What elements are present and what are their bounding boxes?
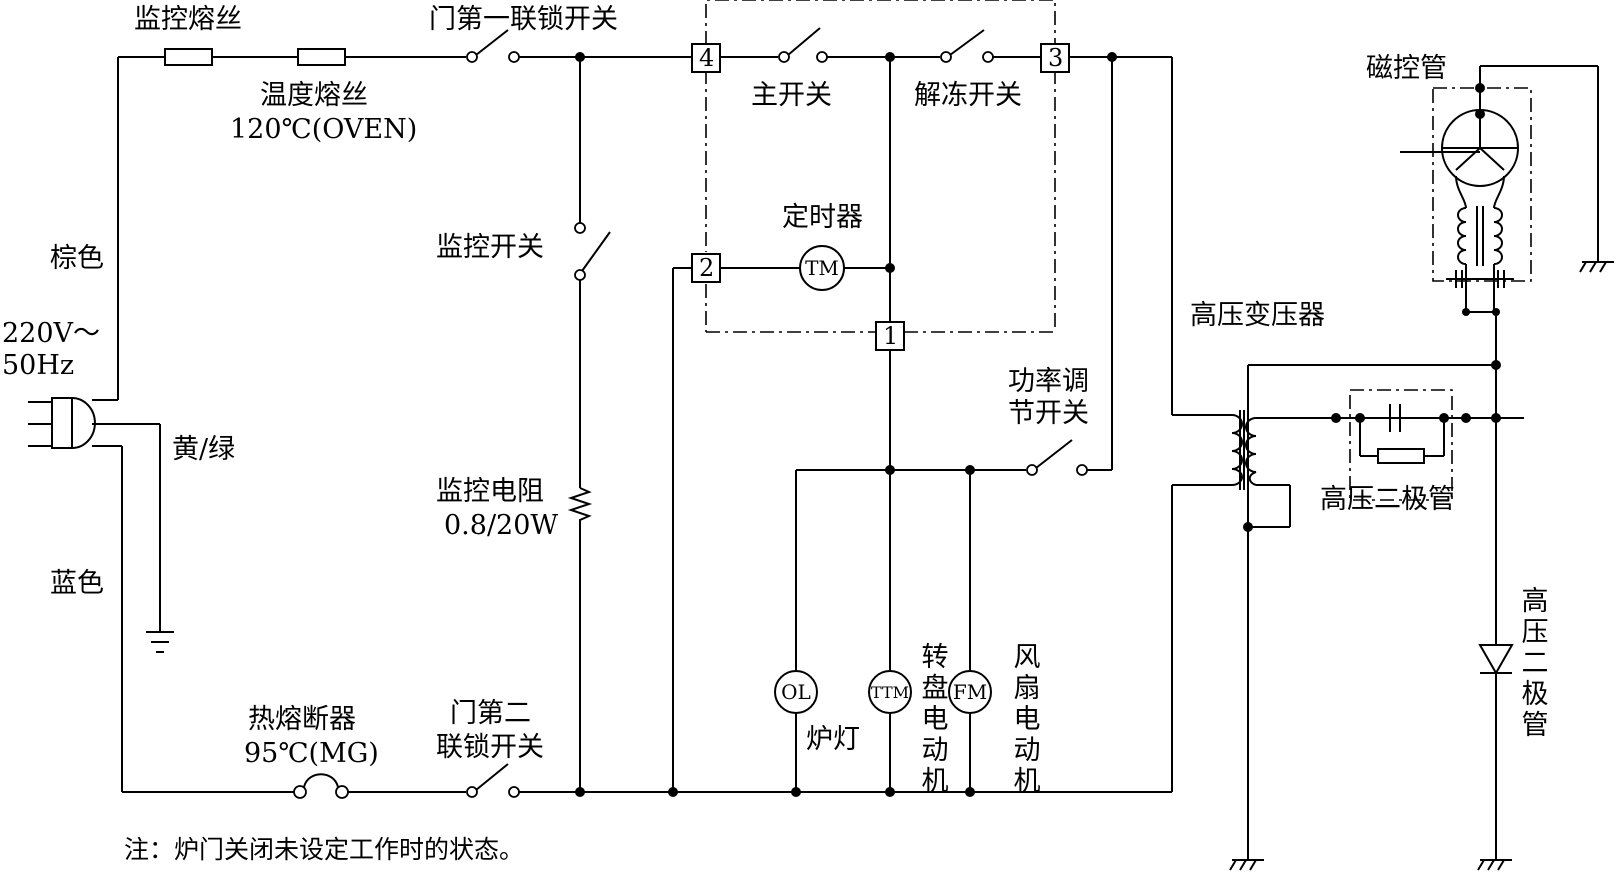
wires	[92, 56, 1599, 860]
junction-dots	[575, 52, 1501, 797]
label-monitor-resistor: 监控电阻	[436, 476, 544, 507]
label-magnetron: 磁控管	[1366, 53, 1447, 84]
label-temperature-fuse: 温度熔丝	[260, 80, 368, 111]
main-switch	[778, 27, 828, 63]
hv-diode	[1478, 644, 1514, 676]
terminal-3-label: 3	[1048, 44, 1063, 72]
label-supply-voltage: 220V～	[2, 318, 100, 349]
oven-lamp-symbol-text: OL	[781, 680, 811, 704]
terminal-1	[875, 321, 905, 351]
timer-symbol-text: TM	[805, 256, 839, 280]
terminal-2-label: 2	[699, 254, 714, 282]
labels: 监控熔丝 温度熔丝 120℃(OVEN) 门第一联锁开关 主开关 解冻开关 磁控…	[2, 4, 1548, 864]
door-interlock-switch-2	[466, 763, 520, 798]
label-monitor-resistor-rating: 0.8/20W	[444, 510, 558, 541]
timer-symbol	[799, 245, 845, 291]
ground-hv	[1477, 859, 1512, 871]
label-timer: 定时器	[782, 202, 863, 233]
temperature-fuse	[297, 48, 346, 66]
thermal-cutout	[293, 773, 349, 799]
label-brown: 棕色	[50, 243, 104, 274]
monitor-resistor	[567, 487, 593, 524]
label-hv-transformer: 高压变压器	[1190, 300, 1325, 331]
hv-transformer	[1231, 410, 1257, 490]
monitor-fuse	[164, 48, 213, 66]
label-door-switch-1: 门第一联锁开关	[429, 4, 618, 35]
label-thermal-cutout: 热熔断器	[248, 704, 356, 735]
label-main-switch: 主开关	[751, 80, 832, 111]
hv-capacitor	[1359, 404, 1445, 464]
oven-lamp-symbol	[774, 670, 818, 714]
label-oven-lamp: 炉灯	[806, 724, 860, 755]
magnetron	[1400, 66, 1519, 313]
label-power-switch-2: 节开关	[1008, 398, 1089, 429]
terminal-4-label: 4	[699, 44, 714, 72]
turntable-motor-symbol-text: TTM	[871, 683, 909, 702]
label-turntable-motor: 转盘电动机	[917, 642, 949, 797]
label-door-switch-2-line2: 联锁开关	[436, 732, 544, 763]
label-supply-freq: 50Hz	[2, 350, 74, 381]
terminal-2	[691, 253, 721, 283]
label-hv-capacitor: 高压二极管	[1320, 484, 1455, 515]
label-hv-diode: 高压二极管	[1517, 586, 1549, 741]
fan-motor-symbol-text: FM	[953, 680, 987, 704]
power-adjust-switch	[1026, 439, 1088, 476]
terminal-4	[691, 43, 721, 73]
fan-motor-symbol	[948, 670, 992, 714]
monitor-switch	[574, 222, 611, 281]
label-fan-motor: 风扇电动机	[1009, 642, 1041, 797]
label-thermal-cutout-rating: 95℃(MG)	[244, 738, 379, 769]
label-yellow-green: 黄/绿	[172, 434, 235, 465]
label-monitor-fuse: 监控熔丝	[134, 4, 242, 35]
terminal-1-label: 1	[883, 322, 898, 350]
ground-magnetron	[1579, 261, 1614, 273]
ground-transformer	[1229, 859, 1264, 871]
label-door-switch-2-line1: 门第二	[450, 698, 531, 729]
power-plug	[28, 397, 96, 449]
footnote: 注：炉门关闭未设定工作时的状态。	[124, 835, 524, 864]
defrost-switch	[940, 29, 994, 63]
door-interlock-switch-1	[466, 29, 520, 63]
label-defrost-switch: 解冻开关	[914, 80, 1022, 111]
label-blue: 蓝色	[50, 568, 104, 599]
turntable-motor-symbol	[868, 670, 912, 714]
label-temperature-fuse-rating: 120℃(OVEN)	[230, 114, 417, 145]
label-power-switch-1: 功率调	[1008, 366, 1089, 397]
ground-plug	[146, 631, 174, 653]
label-monitor-switch: 监控开关	[436, 232, 544, 263]
terminal-3	[1040, 43, 1070, 73]
